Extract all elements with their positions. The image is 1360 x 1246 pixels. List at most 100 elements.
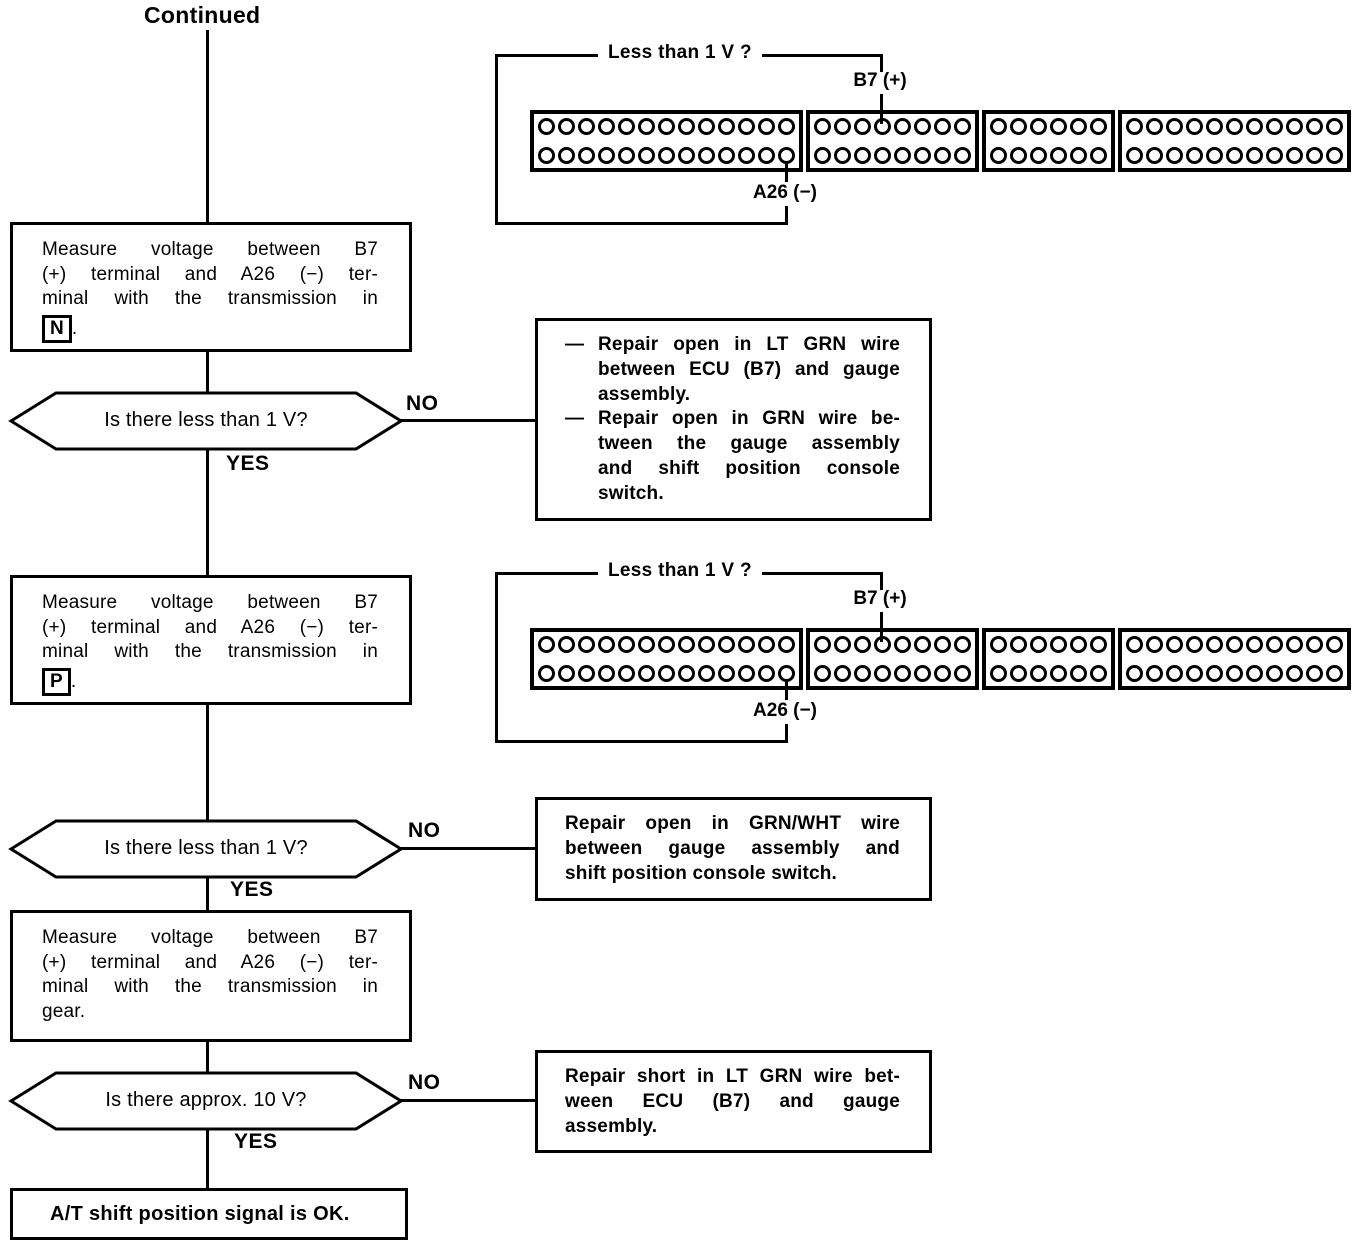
terminal-hole bbox=[1090, 147, 1107, 164]
terminal-hole bbox=[638, 636, 655, 653]
terminal-hole bbox=[934, 118, 951, 135]
terminal-hole bbox=[1326, 147, 1343, 164]
connector-diagram-1: Less than 1 V ? B7 (+) A26 (−) bbox=[495, 42, 1355, 231]
terminal-row bbox=[814, 665, 971, 682]
terminal-row bbox=[814, 147, 971, 164]
terminal-hole bbox=[1306, 118, 1323, 135]
terminal-hole bbox=[1146, 636, 1163, 653]
terminal-hole bbox=[894, 147, 911, 164]
decision-approx-10v: Is there approx. 10 V? bbox=[8, 1070, 404, 1132]
terminal-hole bbox=[1050, 636, 1067, 653]
terminal-hole bbox=[814, 147, 831, 164]
terminal-hole bbox=[538, 636, 555, 653]
text-line: assembly. bbox=[565, 1115, 658, 1137]
terminal-hole bbox=[1246, 636, 1263, 653]
terminal-hole bbox=[598, 665, 615, 682]
terminal-hole bbox=[638, 665, 655, 682]
terminal-hole bbox=[758, 636, 775, 653]
terminal-row bbox=[538, 665, 795, 682]
no-label-1: NO bbox=[406, 392, 439, 415]
terminal-hole bbox=[658, 147, 675, 164]
bullet-dash: — bbox=[565, 334, 585, 355]
terminal-hole bbox=[738, 636, 755, 653]
bullet-dash: — bbox=[565, 408, 585, 430]
terminal-hole bbox=[814, 118, 831, 135]
terminal-hole bbox=[914, 636, 931, 653]
decision-question: Is there less than 1 V? bbox=[104, 836, 308, 859]
process-text: Measure voltage between B7(+) terminal a… bbox=[42, 926, 378, 1024]
terminal-hole bbox=[1206, 118, 1223, 135]
text-line: Measure voltage between B7 bbox=[42, 239, 378, 260]
terminal-hole bbox=[758, 665, 775, 682]
terminal-hole bbox=[814, 636, 831, 653]
positive-pin-label: B7 (+) bbox=[853, 70, 907, 91]
negative-pin-label: A26 (−) bbox=[753, 182, 817, 203]
terminal-hole bbox=[1266, 665, 1283, 682]
terminal-hole bbox=[1126, 118, 1143, 135]
terminal-hole bbox=[1206, 636, 1223, 653]
terminal-hole bbox=[1186, 636, 1203, 653]
decision-question: Is there approx. 10 V? bbox=[105, 1088, 307, 1111]
text-line: gear. bbox=[42, 1000, 86, 1022]
terminal-hole bbox=[854, 118, 871, 135]
terminal-hole bbox=[698, 118, 715, 135]
terminal-hole bbox=[1206, 147, 1223, 164]
terminal-hole bbox=[738, 147, 755, 164]
gear-position-symbol: N bbox=[42, 314, 72, 343]
terminal-hole bbox=[638, 118, 655, 135]
result-text: A/T shift position signal is OK. bbox=[50, 1202, 350, 1225]
measure-bracket-line bbox=[495, 222, 788, 225]
terminal-hole bbox=[718, 118, 735, 135]
terminal-row bbox=[1126, 665, 1343, 682]
terminal-hole bbox=[1070, 636, 1087, 653]
terminal-row bbox=[1126, 147, 1343, 164]
text-line: tween the gauge assembly bbox=[598, 433, 900, 455]
terminal-hole bbox=[1266, 636, 1283, 653]
terminal-hole bbox=[1286, 147, 1303, 164]
terminal-hole bbox=[698, 636, 715, 653]
sentence-period: . bbox=[71, 317, 78, 339]
text-line: minal with the transmission in bbox=[42, 976, 378, 997]
terminal-hole bbox=[718, 636, 735, 653]
terminal-hole bbox=[678, 147, 695, 164]
text-line: (+) terminal and A26 (−) ter- bbox=[42, 263, 378, 285]
text-line: Measure voltage between B7 bbox=[42, 592, 378, 613]
positive-pin-pointer bbox=[880, 612, 883, 642]
terminal-hole bbox=[1206, 665, 1223, 682]
terminal-hole bbox=[1246, 665, 1263, 682]
terminal-hole bbox=[934, 636, 951, 653]
terminal-hole bbox=[1266, 118, 1283, 135]
terminal-hole bbox=[894, 118, 911, 135]
terminal-hole bbox=[1186, 118, 1203, 135]
terminal-hole bbox=[854, 665, 871, 682]
terminal-hole bbox=[1306, 147, 1323, 164]
terminal-hole bbox=[618, 147, 635, 164]
decision-hexagon bbox=[8, 819, 404, 879]
terminal-row bbox=[990, 636, 1107, 653]
flow-line-no-1 bbox=[396, 419, 537, 422]
terminal-row bbox=[990, 147, 1107, 164]
gear-position-line: P. bbox=[42, 667, 378, 696]
terminal-hole bbox=[758, 118, 775, 135]
negative-pin-pointer bbox=[785, 206, 788, 225]
terminal-hole bbox=[558, 636, 575, 653]
negative-pin-pointer bbox=[785, 724, 788, 743]
measure-bracket-line bbox=[495, 54, 498, 225]
connector-block bbox=[982, 110, 1115, 172]
terminal-hole bbox=[1126, 636, 1143, 653]
terminal-hole bbox=[598, 118, 615, 135]
terminal-hole bbox=[894, 665, 911, 682]
yes-label-2: YES bbox=[230, 878, 274, 901]
terminal-hole bbox=[1306, 636, 1323, 653]
terminal-hole bbox=[598, 636, 615, 653]
terminal-row bbox=[990, 665, 1107, 682]
terminal-hole bbox=[538, 147, 555, 164]
terminal-hole bbox=[1146, 147, 1163, 164]
terminal-hole bbox=[1010, 118, 1027, 135]
terminal-hole bbox=[990, 118, 1007, 135]
terminal-hole bbox=[578, 636, 595, 653]
